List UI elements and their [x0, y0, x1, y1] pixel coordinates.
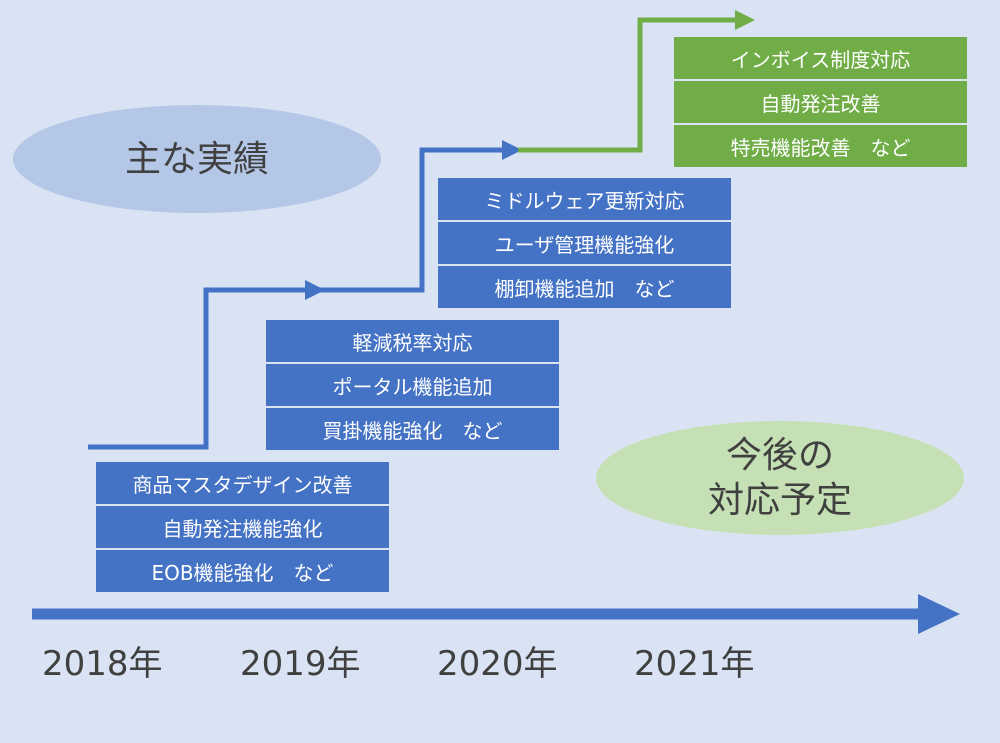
milestone-item: ユーザ管理機能強化: [438, 222, 731, 266]
milestone-item: 自動発注機能強化: [96, 506, 389, 550]
planned-label-line1: 今後の: [725, 435, 834, 476]
milestone-box-2020: ミドルウェア更新対応 ユーザ管理機能強化 棚卸機能追加 など: [438, 178, 731, 308]
step-arrow-2020: [518, 10, 755, 153]
milestone-item: ポータル機能追加: [266, 364, 559, 408]
milestone-item: インボイス制度対応: [674, 37, 967, 81]
year-label-2018: 2018年: [42, 644, 163, 684]
planned-label-line2: 対応予定: [707, 480, 852, 521]
year-label-2020: 2020年: [437, 644, 558, 684]
timeline-arrowhead: [918, 594, 960, 634]
milestone-box-2019: 軽減税率対応 ポータル機能追加 買掛機能強化 など: [266, 320, 559, 450]
milestone-item: ミドルウェア更新対応: [438, 178, 731, 222]
milestone-item: 商品マスタデザイン改善: [96, 462, 389, 506]
milestone-box-2018: 商品マスタデザイン改善 自動発注機能強化 EOB機能強化 など: [96, 462, 389, 592]
year-label-2021: 2021年: [634, 644, 755, 684]
planned-label-text: 今後の 対応予定: [708, 433, 852, 523]
year-label-2019: 2019年: [240, 644, 361, 684]
step-arrow-2018: [88, 280, 325, 450]
step-arrow-2019: [318, 140, 522, 293]
milestone-item: 特売機能改善 など: [730, 135, 911, 160]
achievements-label: 主な実績: [13, 105, 381, 213]
planned-label: 今後の 対応予定: [596, 421, 964, 535]
milestone-item: 自動発注改善: [674, 81, 967, 125]
milestone-box-2021: インボイス制度対応 自動発注改善 特売機能改善 など: [674, 37, 967, 167]
milestone-item: 軽減税率対応: [266, 320, 559, 364]
milestone-item: EOB機能強化 など: [151, 560, 334, 585]
milestone-item: 買掛機能強化 など: [322, 418, 503, 443]
milestone-item: 棚卸機能追加 など: [494, 276, 675, 301]
achievements-label-text: 主な実績: [124, 138, 269, 180]
